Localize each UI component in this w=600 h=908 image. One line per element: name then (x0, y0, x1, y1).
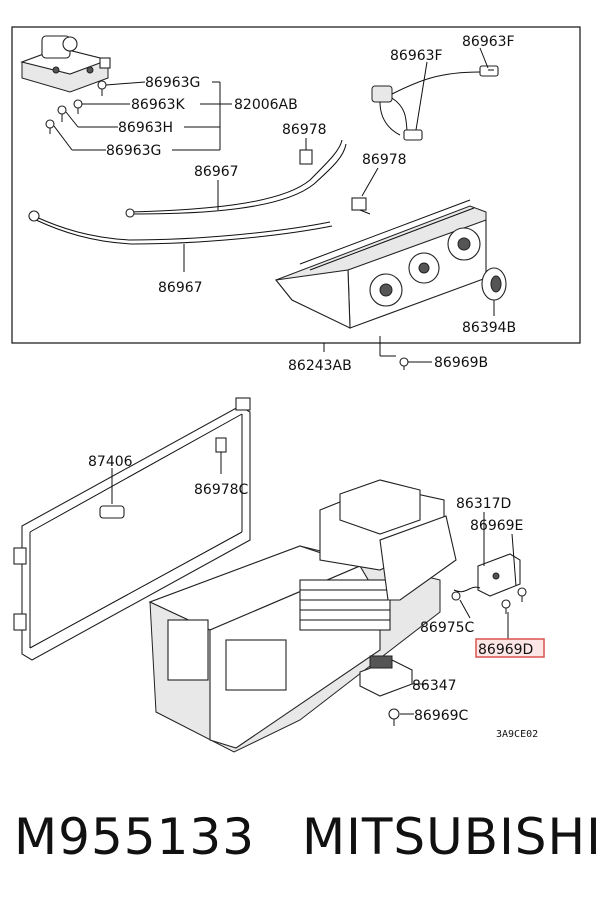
callout-86963K: 86963K (131, 97, 186, 113)
callout-86394B: 86394B (462, 320, 516, 336)
callout-86978-upper: 86978 (282, 122, 327, 138)
clip-86978C (215, 437, 227, 453)
screw-86969E (517, 587, 527, 602)
callout-86967-upper: 86967 (194, 164, 239, 180)
screw-86969C (388, 708, 400, 726)
screw-86969B (399, 357, 409, 370)
harness-with-bulbs (371, 65, 499, 141)
callout-86243AB: 86243AB (288, 358, 352, 374)
callout-87406: 87406 (88, 454, 133, 470)
parts-diagram: 86963G 86963K 82006AB 86963H 86963G 8696… (11, 26, 581, 753)
callout-86975C: 86975C (420, 620, 475, 636)
callout-86969D: 86969D (478, 642, 533, 658)
footer: M955133 MITSUBISHI (0, 800, 600, 880)
callout-86963G-top: 86963G (145, 75, 200, 91)
callout-86963F-left: 86963F (390, 48, 443, 64)
screw-86969D (501, 599, 511, 614)
brand-name: MITSUBISHI (302, 808, 600, 866)
thermistor-sensor (99, 505, 125, 519)
actuator-motor (20, 35, 111, 93)
callout-86978C: 86978C (194, 482, 249, 498)
wire-86975C (451, 586, 481, 601)
control-knob (481, 267, 507, 301)
callout-86969D-highlight (475, 638, 545, 658)
callout-86969B: 86969B (434, 355, 488, 371)
callout-86347: 86347 (412, 678, 457, 694)
callout-82006AB: 82006AB (234, 97, 298, 113)
callout-86967-lower: 86967 (158, 280, 203, 296)
control-cable-lower (28, 210, 333, 245)
callout-86978-lower: 86978 (362, 152, 407, 168)
part-number: M955133 (14, 808, 256, 866)
callout-86963G-bottom: 86963G (106, 143, 161, 159)
servo-motor (477, 553, 521, 597)
control-cable-upper (125, 139, 347, 218)
clip-lower (351, 197, 371, 215)
diagram-code: 3A9CE02 (496, 729, 538, 740)
callout-86969E: 86969E (470, 518, 523, 534)
upper-assembly-frame (11, 26, 581, 344)
callout-86963F-right: 86963F (462, 34, 515, 50)
evaporator-core (13, 397, 251, 661)
callout-86969C: 86969C (414, 708, 469, 724)
heater-unit-housing (148, 479, 457, 753)
callout-86317D: 86317D (456, 496, 511, 512)
callout-86963H: 86963H (118, 120, 173, 136)
heater-control-unit (274, 199, 487, 329)
